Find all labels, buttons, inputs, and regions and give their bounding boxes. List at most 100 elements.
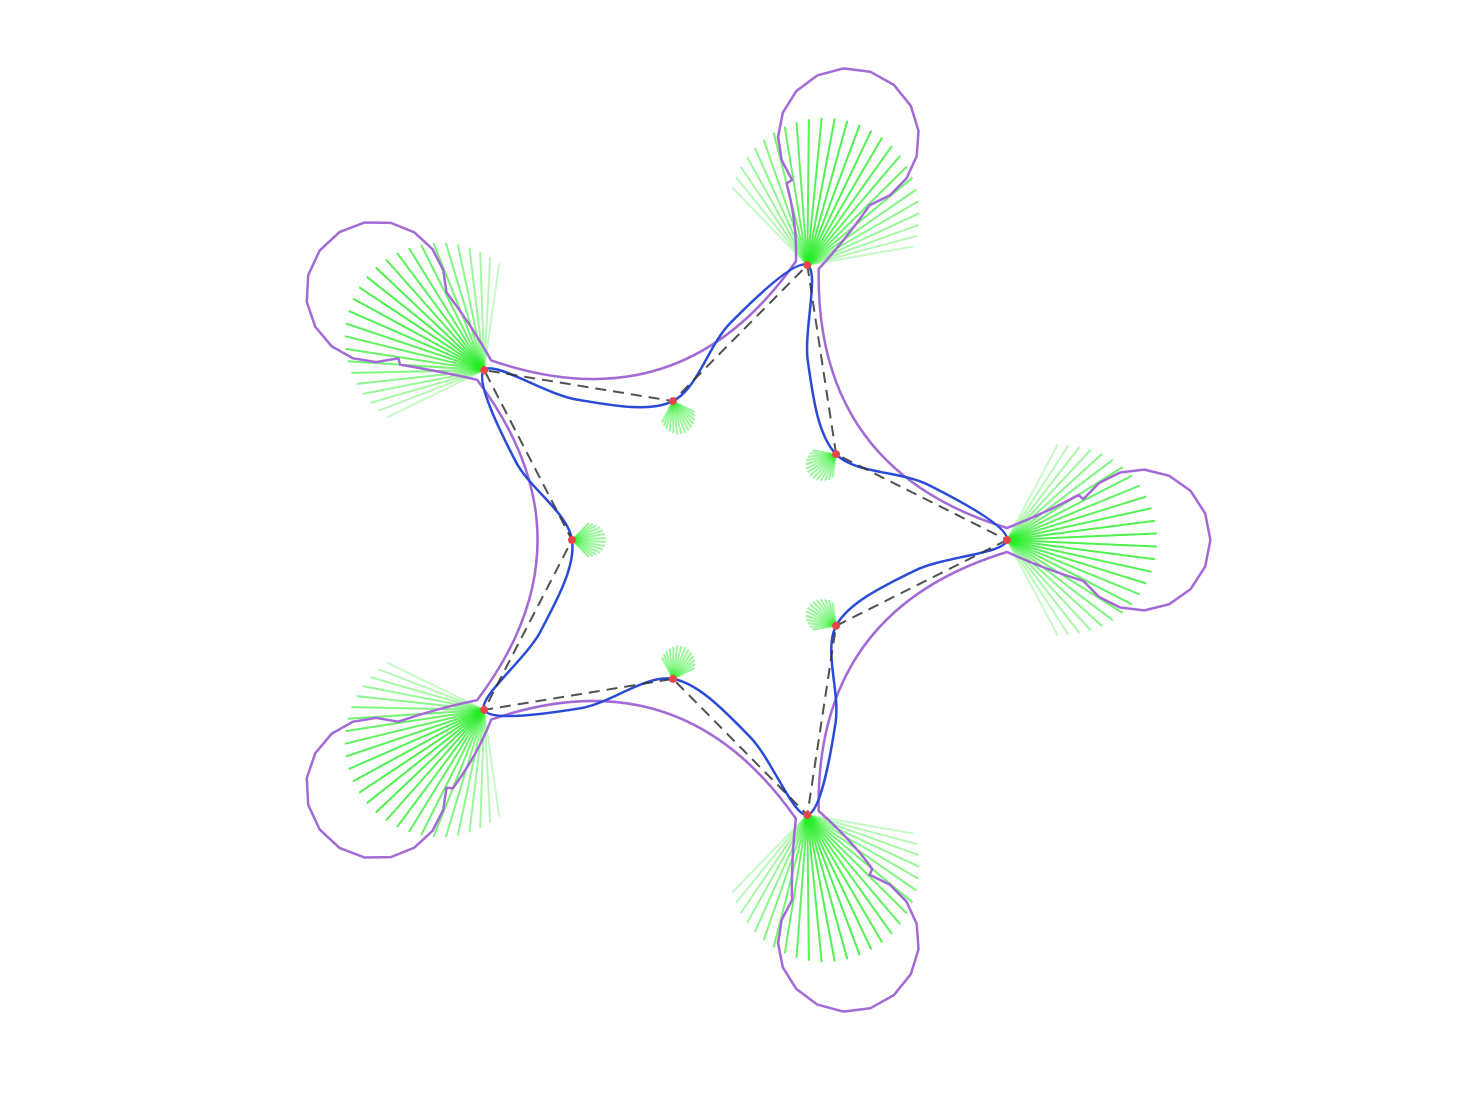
comb-fan-1: [1006, 444, 1157, 636]
offset-outline: [305, 67, 1212, 1013]
comb-ray: [762, 139, 809, 266]
comb-ray: [345, 347, 485, 372]
comb-ray: [1006, 539, 1147, 585]
inner-comb-3: [571, 522, 606, 558]
comb-ray: [812, 449, 837, 456]
comb-ray: [809, 624, 837, 628]
comb-ray: [366, 276, 485, 371]
comb-ray: [661, 657, 674, 680]
comb-ray: [806, 814, 901, 925]
comb-ray: [571, 539, 594, 558]
comb-ray: [816, 599, 837, 627]
comb-ray: [805, 453, 837, 466]
comb-ray: [665, 400, 674, 430]
comb-ray: [806, 814, 849, 960]
comb-ray: [805, 614, 837, 627]
comb-ray: [347, 708, 485, 720]
comb-ray: [352, 709, 485, 783]
comb-ray: [1006, 539, 1141, 596]
comb-ray: [385, 709, 485, 822]
comb-ray: [806, 814, 914, 904]
comb-ray: [806, 814, 810, 961]
comb-ray: [571, 539, 590, 558]
inner-comb-2: [661, 645, 696, 680]
comb-ray: [571, 524, 598, 541]
comb-ray: [662, 653, 674, 680]
comb-ray: [805, 453, 837, 462]
comb-ray: [444, 242, 486, 371]
comb-ray: [809, 603, 837, 627]
comb-ray: [806, 814, 917, 892]
comb-ray: [740, 166, 809, 266]
comb-ray: [1006, 519, 1156, 541]
comb-ray: [370, 369, 485, 404]
comb-ray: [456, 709, 486, 836]
comb-ray: [375, 709, 485, 814]
comb-ray: [806, 129, 873, 266]
comb-ray: [672, 649, 690, 680]
comb-ray: [344, 708, 485, 745]
comb-ray: [420, 709, 486, 836]
comb-ray: [345, 708, 485, 733]
comb-fan-5: [731, 117, 920, 267]
comb-ray: [351, 706, 485, 711]
comb-ray: [806, 814, 919, 880]
inner-comb-4: [661, 400, 696, 435]
comb-ray: [420, 244, 486, 371]
comb-ray: [432, 709, 486, 838]
comb-ray: [795, 814, 809, 958]
comb-ray: [358, 709, 485, 794]
inner-comb-5: [805, 449, 838, 482]
comb-ray: [358, 286, 485, 371]
comb-ray: [1006, 539, 1133, 606]
comb-ray: [1006, 539, 1092, 632]
comb-ray: [483, 709, 492, 824]
comb-ray: [571, 539, 604, 551]
comb-ray: [571, 533, 605, 541]
comb-ray: [1006, 539, 1156, 561]
comb-ray: [806, 165, 908, 266]
comb-ray: [396, 709, 486, 828]
inner-vertex-marker: [668, 397, 677, 406]
comb-ray: [807, 813, 917, 846]
comb-ray: [370, 676, 485, 711]
comb-ray: [444, 709, 486, 838]
comb-ray: [806, 145, 893, 266]
comb-ray: [671, 645, 683, 680]
comb-ray: [347, 360, 485, 372]
comb-ray: [807, 622, 837, 627]
comb-ray: [772, 814, 809, 948]
comb-ray: [806, 188, 917, 266]
comb-ray: [806, 124, 861, 266]
comb-ray: [672, 655, 695, 680]
comb-ray: [806, 814, 893, 935]
comb-ray: [408, 709, 486, 833]
comb-ray: [805, 453, 837, 470]
comb-ray: [1006, 539, 1157, 548]
comb-ray: [672, 400, 695, 425]
comb-ray: [820, 598, 837, 627]
comb-ray: [571, 539, 601, 554]
comb-ray: [1006, 495, 1147, 541]
comb-ray: [668, 648, 674, 680]
inner-vertex-marker: [668, 674, 677, 683]
comb-ray: [783, 814, 809, 954]
comb-ray: [571, 539, 606, 543]
inner-vertex-marker: [832, 621, 841, 630]
vertex-marker-layer: [480, 261, 1011, 819]
comb-ray: [807, 453, 837, 458]
comb-ray: [375, 266, 485, 371]
smooth-curve: [481, 263, 1009, 817]
comb-ray: [345, 708, 485, 758]
comb-ray: [1006, 507, 1152, 541]
comb-ray: [806, 176, 914, 266]
comb-ray: [1006, 539, 1103, 627]
comb-ray: [672, 400, 696, 421]
comb-ray: [806, 814, 823, 963]
comb-ray: [806, 118, 836, 266]
comb-ray: [1006, 539, 1152, 573]
comb-ray: [806, 814, 836, 962]
comb-ray: [362, 369, 485, 395]
comb-ray: [351, 369, 485, 374]
